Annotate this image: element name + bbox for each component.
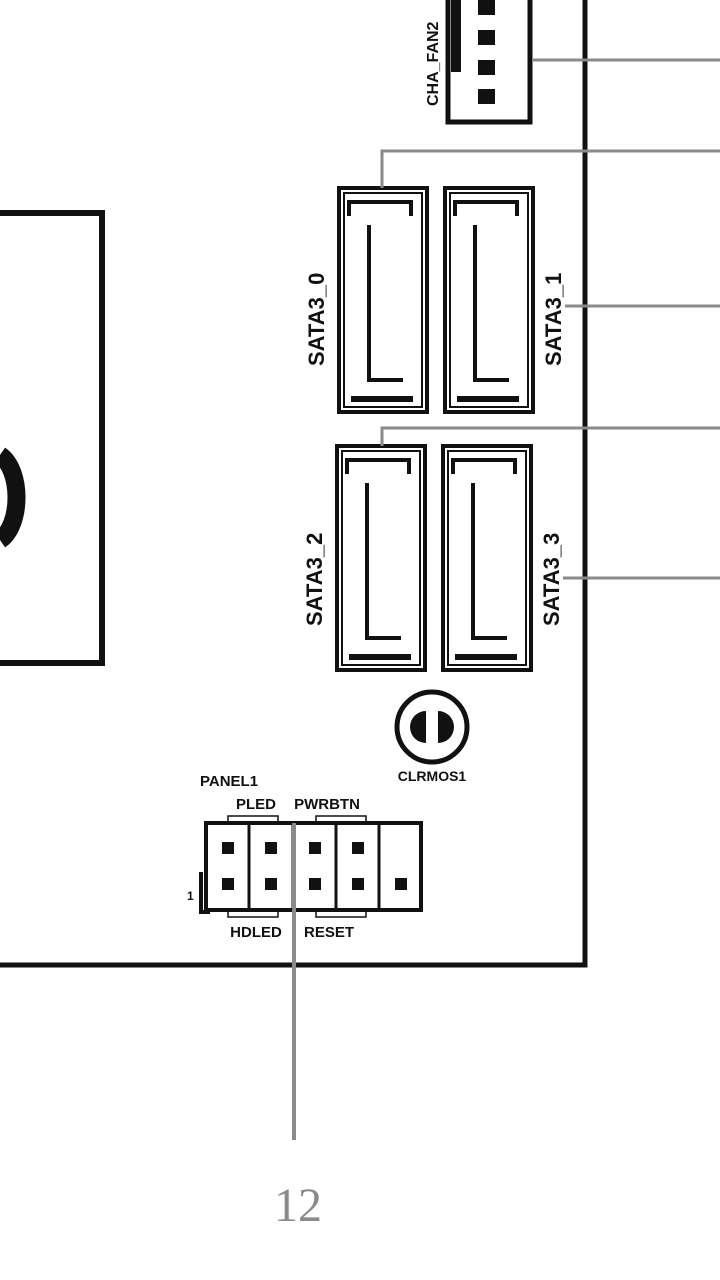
hdled-bracket [227, 911, 279, 918]
sata3-2-port [335, 444, 427, 672]
clrmos1-label: CLRMOS1 [398, 768, 467, 784]
pled-label: PLED [236, 796, 276, 813]
cha-fan2-label: CHA_FAN2 [425, 21, 442, 106]
sata3-2-label: SATA3_2 [302, 533, 327, 626]
clrmos1-jumper [394, 689, 470, 765]
panel1-label: PANEL1 [200, 773, 258, 790]
chipset-outline [0, 210, 105, 666]
cha-fan2-header [445, 0, 533, 125]
reset-label: RESET [304, 924, 354, 941]
board-outline [0, 0, 588, 968]
sata3-3-port [441, 444, 533, 672]
leader-line-sata3-2 [380, 426, 720, 446]
callout-number: 12 [274, 1179, 322, 1232]
hdled-label: HDLED [230, 924, 282, 941]
pled-bracket [227, 815, 279, 822]
panel1-header [199, 821, 423, 914]
sata3-3-label: SATA3_3 [539, 533, 564, 626]
sata3-0-port [337, 186, 429, 414]
sata3-0-label: SATA3_0 [304, 273, 329, 366]
pwrbtn-label: PWRBTN [294, 796, 360, 813]
chipset-marking [0, 447, 26, 548]
pin1-label: 1 [187, 889, 194, 903]
pwrbtn-bracket [315, 815, 367, 822]
leader-line-sata3-0 [380, 149, 720, 188]
sata3-1-label: SATA3_1 [541, 273, 566, 366]
sata3-1-port [443, 186, 535, 414]
reset-bracket [315, 911, 367, 918]
